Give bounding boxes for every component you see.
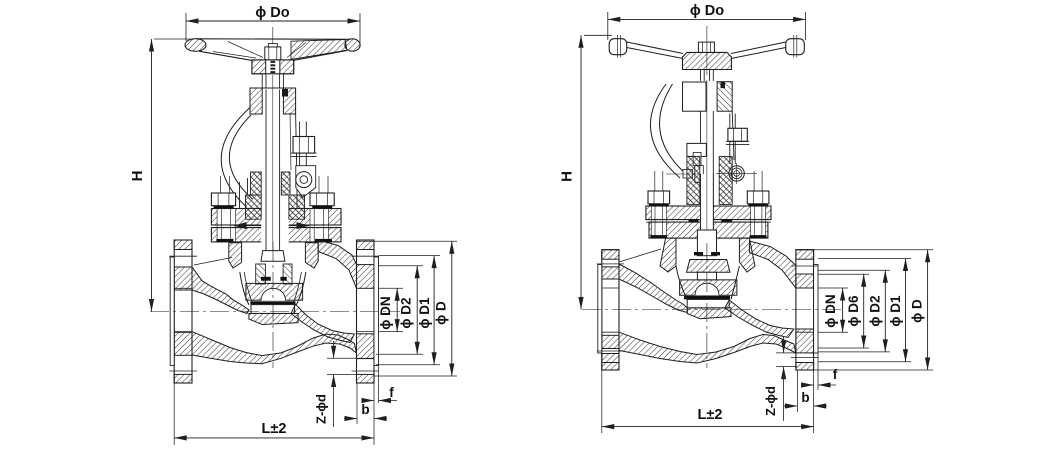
svg-text:ϕ DN: ϕ DN xyxy=(378,296,393,329)
svg-text:f: f xyxy=(833,367,838,382)
svg-text:ϕ D: ϕ D xyxy=(910,299,925,323)
svg-text:H: H xyxy=(129,171,146,182)
svg-text:ϕ D6: ϕ D6 xyxy=(846,295,861,327)
svg-text:H: H xyxy=(559,171,576,182)
svg-text:ϕ D1: ϕ D1 xyxy=(417,297,432,329)
svg-text:Z-ϕd: Z-ϕd xyxy=(314,394,329,424)
svg-text:ϕ Do: ϕ Do xyxy=(690,3,724,19)
svg-text:f: f xyxy=(389,385,394,400)
svg-text:ϕ D2: ϕ D2 xyxy=(868,295,883,326)
svg-text:ϕ Do: ϕ Do xyxy=(255,5,289,21)
svg-text:L±2: L±2 xyxy=(698,407,723,423)
svg-text:ϕ D: ϕ D xyxy=(434,301,449,325)
svg-text:ϕ D1: ϕ D1 xyxy=(888,295,903,327)
svg-text:b: b xyxy=(361,402,369,417)
svg-text:L±2: L±2 xyxy=(262,421,287,437)
svg-text:ϕ D2: ϕ D2 xyxy=(399,297,414,328)
svg-text:ϕ DN: ϕ DN xyxy=(823,294,838,327)
svg-text:b: b xyxy=(801,390,809,405)
svg-text:Z-ϕd: Z-ϕd xyxy=(763,386,778,416)
